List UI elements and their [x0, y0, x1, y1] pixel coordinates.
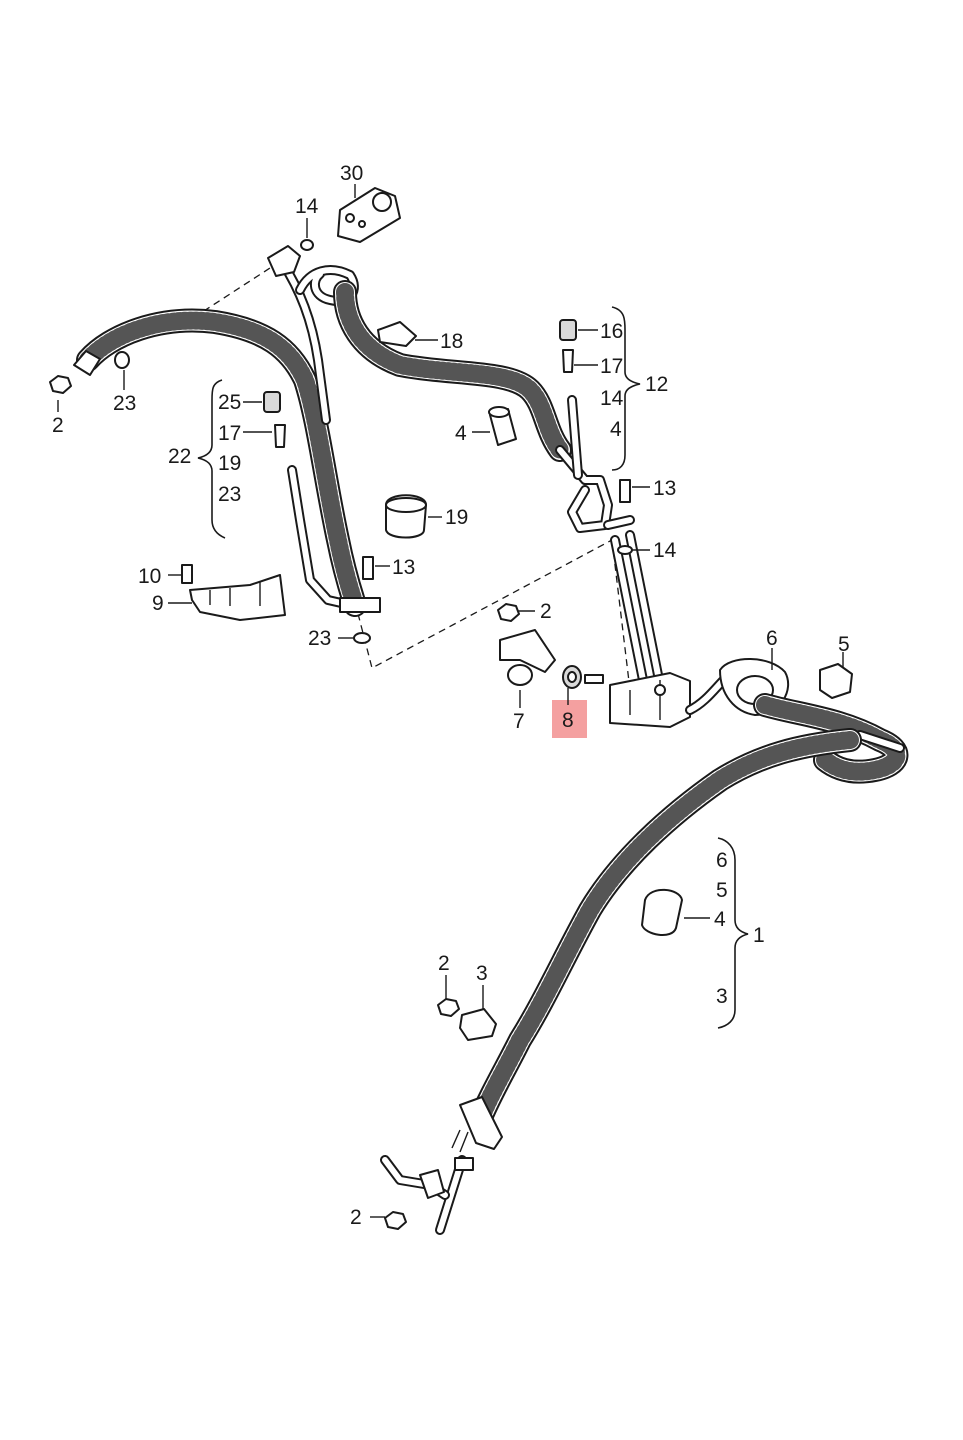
part-2-nut-center	[497, 603, 520, 622]
label-9: 9	[152, 592, 164, 615]
part-17-valve-core-right	[562, 349, 574, 373]
label-14-right: 14	[653, 539, 677, 562]
label-23-brace: 23	[218, 483, 241, 506]
part-10-bolt	[181, 564, 193, 584]
label-2-center: 2	[540, 600, 552, 623]
label-17-left: 17	[218, 422, 241, 445]
label-13-left: 13	[392, 556, 415, 579]
lower-hose	[435, 728, 862, 1235]
label-19: 19	[445, 506, 468, 529]
label-12: 12	[645, 373, 668, 396]
center-pipe	[610, 530, 665, 695]
part-2-nut-left	[49, 375, 72, 394]
label-19-brace: 19	[218, 452, 241, 475]
label-1: 1	[753, 924, 765, 947]
label-4-right-brace: 4	[610, 418, 622, 441]
label-16: 16	[600, 320, 623, 343]
label-5-brace: 5	[716, 879, 728, 902]
part-13-bolt-left	[362, 556, 374, 580]
label-10: 10	[138, 565, 161, 588]
part-30-expansion-valve	[337, 187, 401, 243]
leader-lines	[57, 184, 844, 1218]
part-16-cap	[559, 319, 577, 341]
label-3-lower: 3	[476, 962, 488, 985]
upper-pipe-left	[267, 245, 381, 613]
part-17-valve-core-left	[274, 424, 286, 448]
part-2-nut-lower	[437, 998, 460, 1017]
part-23-seal-left	[114, 351, 130, 369]
center-block	[609, 672, 691, 728]
part-8-highlight	[552, 700, 587, 738]
label-4-upper: 4	[455, 422, 467, 445]
label-6-upper: 6	[766, 627, 778, 650]
part-3-clamp	[459, 1008, 497, 1041]
part-5-clip	[819, 663, 853, 699]
label-8: 8	[562, 709, 574, 732]
part-bolt-center	[584, 674, 604, 684]
part-25-cap	[263, 391, 281, 413]
part-14-oring-right	[617, 545, 633, 555]
part-14-oring-top	[300, 239, 314, 251]
part-8-gasket	[562, 665, 582, 689]
label-23-lower: 23	[308, 627, 331, 650]
label-6-brace: 6	[716, 849, 728, 872]
upper-left-hose	[73, 308, 367, 617]
label-3-brace: 3	[716, 985, 728, 1008]
label-25: 25	[218, 391, 241, 414]
label-14-right-brace: 14	[600, 387, 624, 410]
label-17-right: 17	[600, 355, 623, 378]
label-14-top: 14	[295, 195, 319, 218]
label-18: 18	[440, 330, 463, 353]
label-5-upper: 5	[838, 633, 850, 656]
braces	[197, 306, 749, 1029]
label-2-left: 2	[52, 414, 64, 437]
label-4-lower: 4	[714, 908, 726, 931]
label-22: 22	[168, 445, 191, 468]
part-7-bracket	[499, 629, 556, 686]
part-2-nut-bottom	[384, 1211, 407, 1230]
part-4-sleeve-upper	[488, 406, 517, 446]
upper-right-hose	[295, 265, 635, 533]
callout-labels: 30 14 2 23 18 16 17 12 14 4 4 25 17 22 1…	[52, 162, 850, 1229]
label-13-right: 13	[653, 477, 676, 500]
part-18-clip	[377, 321, 417, 347]
part-4-sleeve-lower	[641, 888, 683, 936]
label-23-left: 23	[113, 392, 136, 415]
label-2-lower: 2	[438, 952, 450, 975]
part-23-seal-lower	[353, 632, 371, 644]
label-30: 30	[340, 162, 363, 185]
lower-bracket	[380, 1155, 450, 1200]
part-9-bracket	[189, 574, 286, 621]
label-7: 7	[513, 710, 525, 733]
label-2-bottom: 2	[350, 1206, 362, 1229]
part-19-sleeve	[385, 494, 427, 539]
part-13-bolt-right	[619, 479, 631, 503]
right-hose-loop	[685, 658, 909, 784]
